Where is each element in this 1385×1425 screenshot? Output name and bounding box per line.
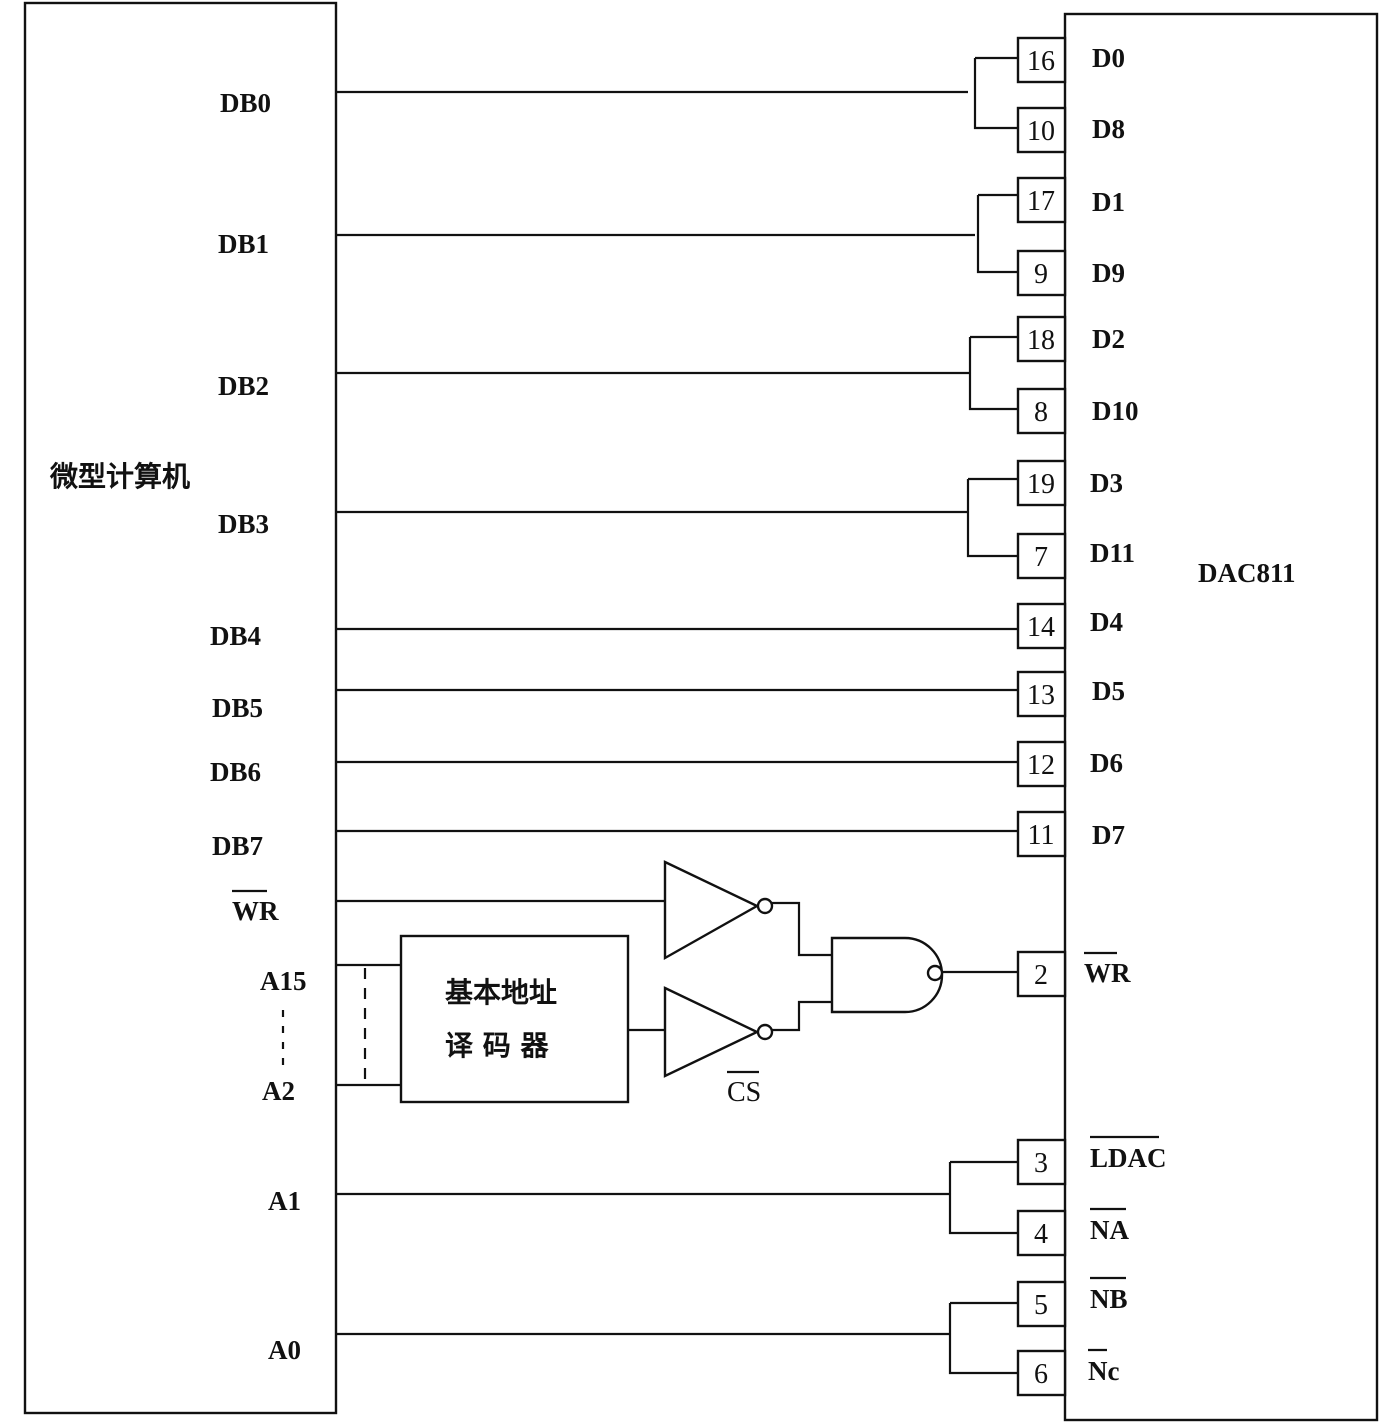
db6-label: DB6 — [210, 757, 261, 787]
dac811-label: DAC811 — [1198, 558, 1296, 588]
pin-number: 10 — [1027, 116, 1055, 147]
pin-d2: 18 D2 — [1016, 315, 1125, 363]
pin-d1: 17 D1 — [1016, 176, 1125, 224]
cs-inverter — [663, 986, 760, 1078]
nand-gate-bubble — [926, 964, 944, 982]
pin-name: LDAC — [1090, 1143, 1167, 1173]
pin-name: D0 — [1092, 43, 1125, 73]
microcomputer-label: 微型计算机 — [49, 460, 190, 493]
microcomputer-block — [23, 1, 338, 1415]
pin-d5: 13 D5 — [1016, 670, 1125, 718]
pin-name: NA — [1090, 1215, 1129, 1245]
pin-name: D7 — [1092, 820, 1125, 850]
pin-name: WR — [1084, 958, 1131, 988]
wr-inverter — [663, 860, 760, 961]
pin-number: 3 — [1034, 1148, 1048, 1179]
pin-d7: 11 D7 — [1016, 810, 1125, 858]
pin-nc: 6 Nc — [1016, 1348, 1119, 1397]
cs-to-nand-wire — [772, 1000, 832, 1032]
pin-name: D3 — [1090, 468, 1123, 498]
pin-wr: 2 WR — [1016, 950, 1131, 998]
pin-number: 11 — [1028, 820, 1055, 851]
a1-label: A1 — [268, 1186, 301, 1216]
pin-name: D1 — [1092, 187, 1125, 217]
pin-number: 14 — [1027, 612, 1055, 643]
db2-label: DB2 — [218, 371, 269, 401]
a2-label: A2 — [262, 1076, 295, 1106]
db3-wire — [336, 477, 1018, 558]
pin-number: 12 — [1027, 750, 1055, 781]
pin-name: Nc — [1088, 1356, 1119, 1386]
pin-name: D4 — [1090, 607, 1123, 637]
db1-label: DB1 — [218, 229, 269, 259]
db3-label: DB3 — [218, 509, 269, 539]
wr-label-left: WR — [232, 896, 279, 926]
base-address-decoder — [399, 934, 630, 1104]
pin-na: 4 NA — [1016, 1207, 1129, 1257]
wr-inverter-bubble — [756, 897, 774, 915]
pin-d4: 14 D4 — [1016, 602, 1123, 650]
pin-name: D11 — [1090, 538, 1135, 568]
pin-number: 6 — [1034, 1359, 1048, 1390]
pin-d11: 7 D11 — [1016, 532, 1135, 580]
a0-wire — [336, 1301, 1018, 1375]
pin-number: 13 — [1027, 680, 1055, 711]
db5-label: DB5 — [212, 693, 263, 723]
pin-name: D6 — [1090, 748, 1123, 778]
pin-name: D9 — [1092, 258, 1125, 288]
pin-nb: 5 NB — [1016, 1276, 1128, 1328]
wr-to-nand-wire — [772, 901, 832, 957]
pin-name: D8 — [1092, 114, 1125, 144]
pin-number: 17 — [1027, 186, 1055, 217]
pin-d8: 10 D8 — [1016, 106, 1125, 154]
db7-label: DB7 — [212, 831, 263, 861]
pin-d0: 16 D0 — [1016, 36, 1125, 84]
pin-number: 9 — [1034, 259, 1048, 290]
pin-number: 4 — [1034, 1219, 1048, 1250]
db1-wire — [336, 193, 1018, 274]
decoder-label-line2: 译 码 器 — [445, 1029, 549, 1062]
a0-label: A0 — [268, 1335, 301, 1365]
pin-d9: 9 D9 — [1016, 249, 1125, 297]
decoder-label-line1: 基本地址 — [445, 976, 557, 1009]
pin-d10: 8 D10 — [1016, 387, 1139, 435]
pin-number: 19 — [1027, 469, 1055, 500]
pin-number: 5 — [1034, 1290, 1048, 1321]
pin-d3: 19 D3 — [1016, 459, 1123, 507]
a1-wire — [336, 1160, 1018, 1235]
db0-label: DB0 — [220, 88, 271, 118]
cs-label: CS — [727, 1077, 761, 1108]
pin-d6: 12 D6 — [1016, 740, 1123, 788]
db0-wire — [336, 56, 1018, 130]
pin-ldac: 3 LDAC — [1016, 1135, 1167, 1186]
dac811-block — [1063, 12, 1379, 1422]
pin-name: D10 — [1092, 396, 1139, 426]
pin-name: D5 — [1092, 676, 1125, 706]
pin-number: 2 — [1034, 960, 1048, 991]
pin-number: 7 — [1034, 542, 1048, 573]
pin-name: D2 — [1092, 324, 1125, 354]
nand-gate — [830, 936, 944, 1014]
pin-name: NB — [1090, 1284, 1128, 1314]
db2-wire — [336, 335, 1018, 411]
pin-number: 8 — [1034, 397, 1048, 428]
pin-number: 16 — [1027, 46, 1055, 77]
db4-label: DB4 — [210, 621, 261, 651]
cs-inverter-bubble — [756, 1023, 774, 1041]
pin-number: 18 — [1027, 325, 1055, 356]
a15-label: A15 — [260, 966, 307, 996]
